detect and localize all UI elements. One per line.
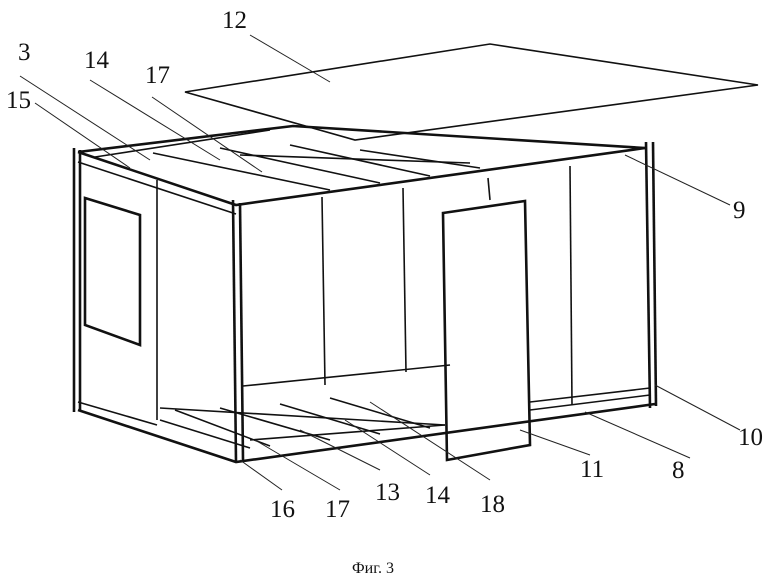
label-18: 18	[480, 492, 505, 517]
label-11: 11	[580, 457, 604, 482]
roof-panel	[185, 44, 758, 140]
rear-sill	[243, 365, 450, 386]
rear-sill-right-2	[530, 388, 650, 402]
top-front-edge	[78, 148, 645, 205]
figure-caption: Фиг. 3	[352, 560, 394, 578]
label-17-top: 17	[145, 63, 170, 88]
door-panel	[443, 201, 530, 460]
label-17-bottom: 17	[325, 497, 350, 522]
label-8: 8	[672, 458, 685, 483]
window	[85, 198, 140, 345]
rear-wall-seams	[322, 166, 572, 405]
label-9: 9	[733, 198, 746, 223]
roof-joists	[95, 130, 480, 190]
bottom-frame	[78, 404, 655, 462]
label-13: 13	[375, 480, 400, 505]
label-16: 16	[270, 497, 295, 522]
label-14-bottom: 14	[425, 483, 450, 508]
label-3: 3	[18, 40, 31, 65]
label-10: 10	[738, 425, 763, 450]
label-15: 15	[6, 88, 31, 113]
label-12: 12	[222, 8, 247, 33]
label-14-top: 14	[84, 48, 109, 73]
